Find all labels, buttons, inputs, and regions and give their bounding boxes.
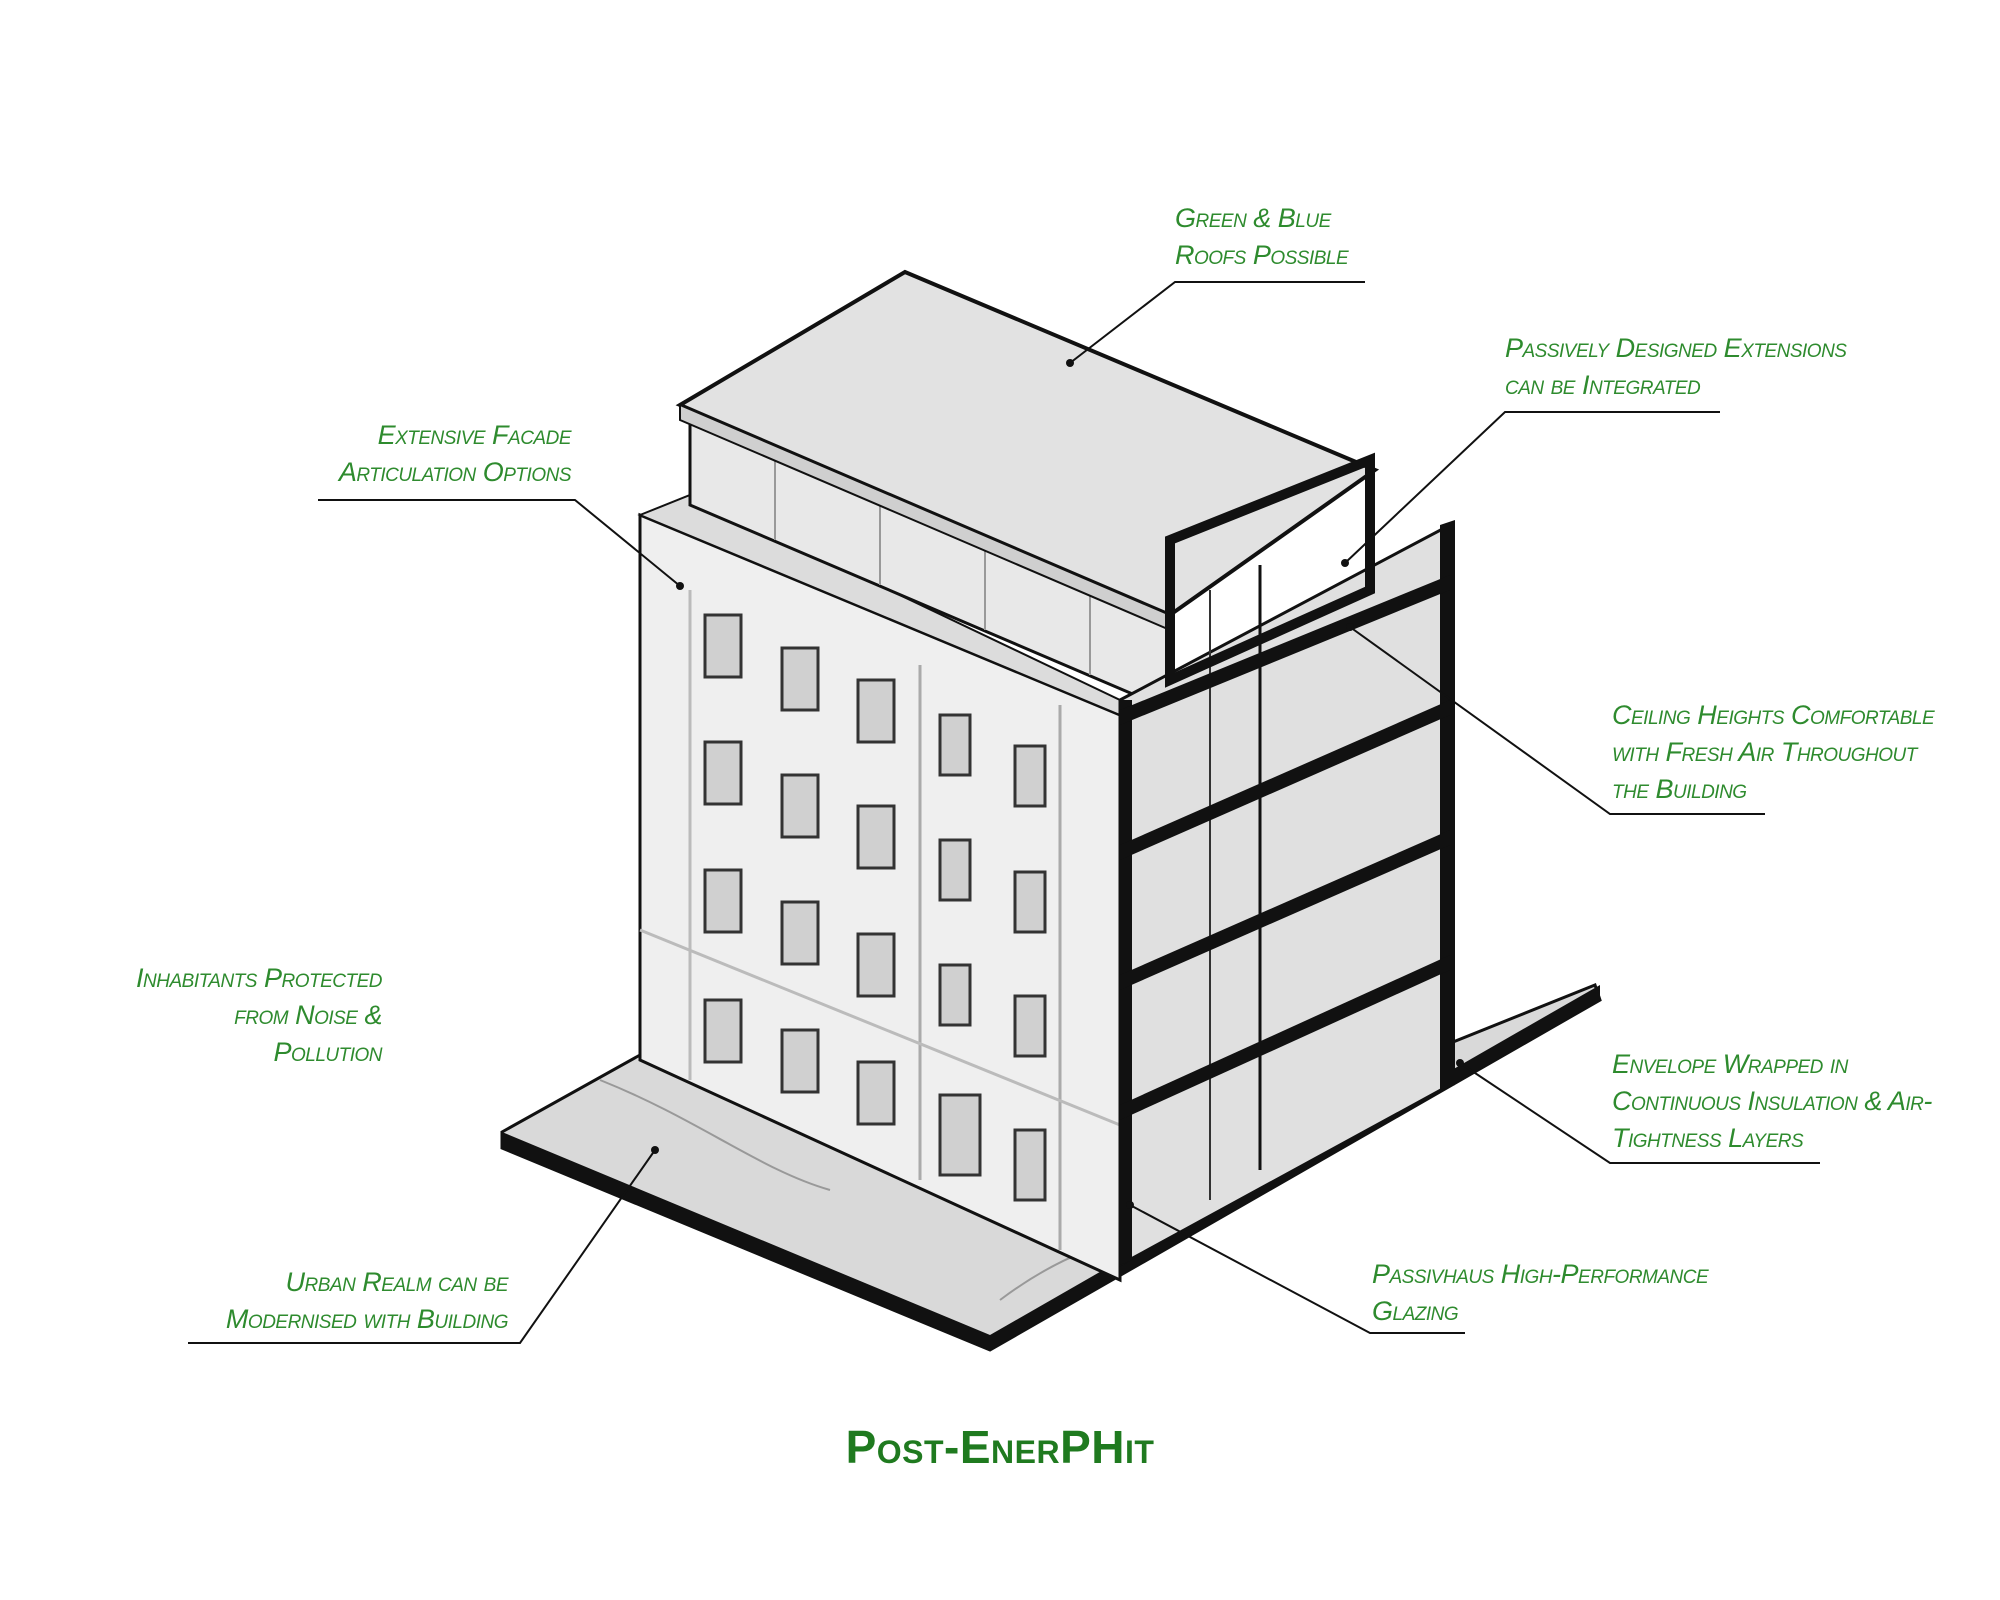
- facade-windows: [703, 613, 1047, 1202]
- annotation-extensions: Passively Designed Extensions can be Int…: [1505, 330, 1847, 404]
- annotation-facade-line-2: Articulation Options: [338, 457, 572, 487]
- annotation-roofs: Green & Blue Roofs Possible: [1175, 200, 1349, 274]
- annotation-facade: Extensive Facade Articulation Options: [318, 417, 572, 491]
- leader-dots: [651, 359, 1464, 1209]
- diagram-caption: Post-EnerPHit: [845, 1421, 1155, 1473]
- annotation-ceiling: Ceiling Heights Comfortable with Fresh A…: [1612, 697, 1935, 808]
- side-section: [1118, 452, 1455, 1268]
- front-facade: [637, 493, 1122, 1283]
- annotation-facade-line-1: Extensive Facade: [377, 420, 572, 450]
- annotation-inhabitants-line-3: Pollution: [273, 1037, 382, 1067]
- leader-lines: [188, 281, 1820, 1344]
- annotation-extensions-line-1: Passively Designed Extensions: [1505, 333, 1847, 363]
- annotation-envelope: Envelope Wrapped in Continuous Insulatio…: [1612, 1046, 1932, 1157]
- annotation-urban-line-2: Modernised with Building: [225, 1304, 509, 1334]
- annotation-inhabitants: Inhabitants Protected from Noise & Pollu…: [80, 960, 382, 1071]
- annotation-glazing: Passivhaus High-Performance Glazing: [1372, 1256, 1709, 1330]
- annotation-urban-line-1: Urban Realm can be: [285, 1267, 509, 1297]
- annotation-extensions-line-2: can be Integrated: [1505, 370, 1701, 400]
- annotation-glazing-line-2: Glazing: [1372, 1296, 1459, 1326]
- annotation-envelope-line-1: Envelope Wrapped in: [1612, 1049, 1848, 1079]
- annotation-ceiling-line-2: with Fresh Air Throughout: [1612, 737, 1917, 767]
- annotation-glazing-line-1: Passivhaus High-Performance: [1372, 1259, 1709, 1289]
- annotation-roofs-line-2: Roofs Possible: [1175, 240, 1349, 270]
- annotation-urban: Urban Realm can be Modernised with Build…: [188, 1264, 509, 1338]
- annotation-ceiling-line-3: the Building: [1612, 774, 1747, 804]
- annotation-envelope-line-3: Tightness Layers: [1612, 1123, 1804, 1153]
- annotation-ceiling-line-1: Ceiling Heights Comfortable: [1612, 700, 1935, 730]
- annotation-inhabitants-line-2: from Noise &: [234, 1000, 382, 1030]
- annotation-envelope-line-2: Continuous Insulation & Air-: [1612, 1086, 1932, 1116]
- annotation-inhabitants-line-1: Inhabitants Protected: [136, 963, 382, 993]
- annotation-roofs-line-1: Green & Blue: [1175, 203, 1331, 233]
